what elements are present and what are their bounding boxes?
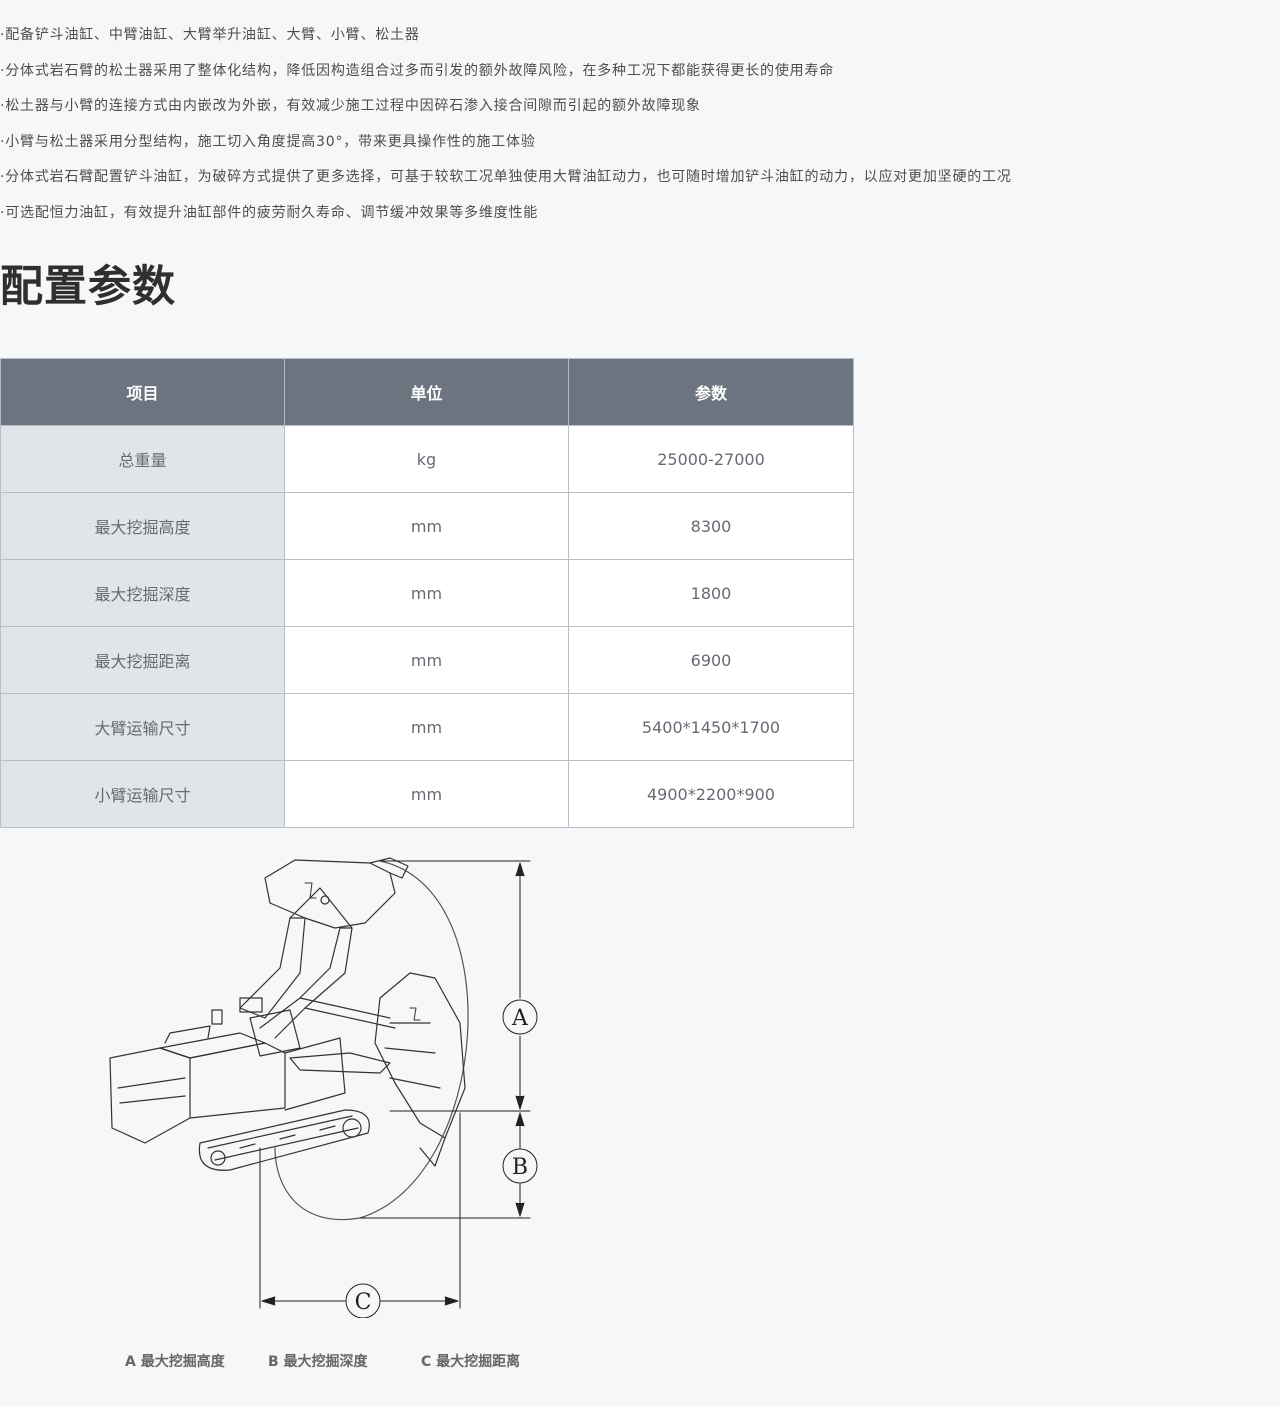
- excavator-ripper-extended: [374, 972, 466, 1167]
- cell-item: 大臂运输尺寸: [0, 693, 285, 761]
- label-b: B: [512, 1155, 528, 1180]
- cell-item: 总重量: [0, 425, 285, 493]
- table-row: 小臂运输尺寸 mm 4900*2200*900: [0, 760, 854, 828]
- label-c: C: [355, 1290, 372, 1315]
- cell-value: 5400*1450*1700: [568, 693, 854, 761]
- header-value: 参数: [568, 358, 854, 426]
- cell-unit: kg: [284, 425, 569, 493]
- table-header-row: 项目 单位 参数: [0, 358, 854, 426]
- excavator-ripper-raised: [264, 857, 409, 929]
- cell-value: 1800: [568, 559, 854, 627]
- header-item: 项目: [0, 358, 285, 426]
- excavator-dimension-diagram: A B C: [90, 848, 560, 1322]
- cell-item: 最大挖掘高度: [0, 492, 285, 560]
- reach-arc: [274, 860, 469, 1221]
- spec-table: 项目 单位 参数 总重量 kg 25000-27000 最大挖掘高度 mm 83…: [0, 358, 854, 828]
- cell-unit: mm: [284, 760, 569, 828]
- feature-list: ·配备铲斗油缸、中臂油缸、大臂举升油缸、大臂、小臂、松土器 ·分体式岩石臂的松土…: [0, 18, 1280, 232]
- table-row: 总重量 kg 25000-27000: [0, 425, 854, 493]
- label-a-circle: [502, 999, 538, 1035]
- legend-b: B 最大挖掘深度: [268, 1354, 368, 1370]
- table-row: 大臂运输尺寸 mm 5400*1450*1700: [0, 693, 854, 761]
- label-b-circle: [502, 1148, 538, 1184]
- feature-item: ·小臂与松土器采用分型结构，施工切入角度提高30°，带来更具操作性的施工体验: [0, 133, 536, 150]
- feature-item: ·分体式岩石臂配置铲斗油缸，为破碎方式提供了更多选择，可基于较软工况单独使用大臂…: [0, 169, 1012, 186]
- cell-value: 4900*2200*900: [568, 760, 854, 828]
- cell-item: 小臂运输尺寸: [0, 760, 285, 828]
- label-a: A: [511, 1006, 529, 1031]
- legend-a: A 最大挖掘高度: [125, 1354, 225, 1370]
- section-title: 配置参数: [0, 262, 176, 312]
- cell-unit: mm: [284, 559, 569, 627]
- legend-c: C 最大挖掘距离: [421, 1354, 521, 1370]
- cell-unit: mm: [284, 693, 569, 761]
- cell-value: 8300: [568, 492, 854, 560]
- feature-item: ·松土器与小臂的连接方式由内嵌改为外嵌，有效减少施工过程中因碎石渗入接合间隙而引…: [0, 98, 701, 115]
- table-row: 最大挖掘高度 mm 8300: [0, 492, 854, 560]
- excavator-drawing: A B C: [109, 857, 538, 1319]
- cell-value: 6900: [568, 626, 854, 694]
- cell-value: 25000-27000: [568, 425, 854, 493]
- cell-item: 最大挖掘深度: [0, 559, 285, 627]
- table-row: 最大挖掘距离 mm 6900: [0, 626, 854, 694]
- excavator-body: [109, 997, 370, 1171]
- feature-item: ·可选配恒力油缸，有效提升油缸部件的疲劳耐久寿命、调节缓冲效果等多维度性能: [0, 204, 539, 221]
- cell-unit: mm: [284, 492, 569, 560]
- feature-item: ·配备铲斗油缸、中臂油缸、大臂举升油缸、大臂、小臂、松土器: [0, 27, 420, 43]
- feature-item: ·分体式岩石臂的松土器采用了整体化结构，降低因构造组合过多而引发的额外故障风险，…: [0, 62, 835, 79]
- header-unit: 单位: [284, 358, 569, 426]
- dimension-lines: [259, 860, 538, 1319]
- cell-item: 最大挖掘距离: [0, 626, 285, 694]
- table-row: 最大挖掘深度 mm 1800: [0, 559, 854, 627]
- cell-unit: mm: [284, 626, 569, 694]
